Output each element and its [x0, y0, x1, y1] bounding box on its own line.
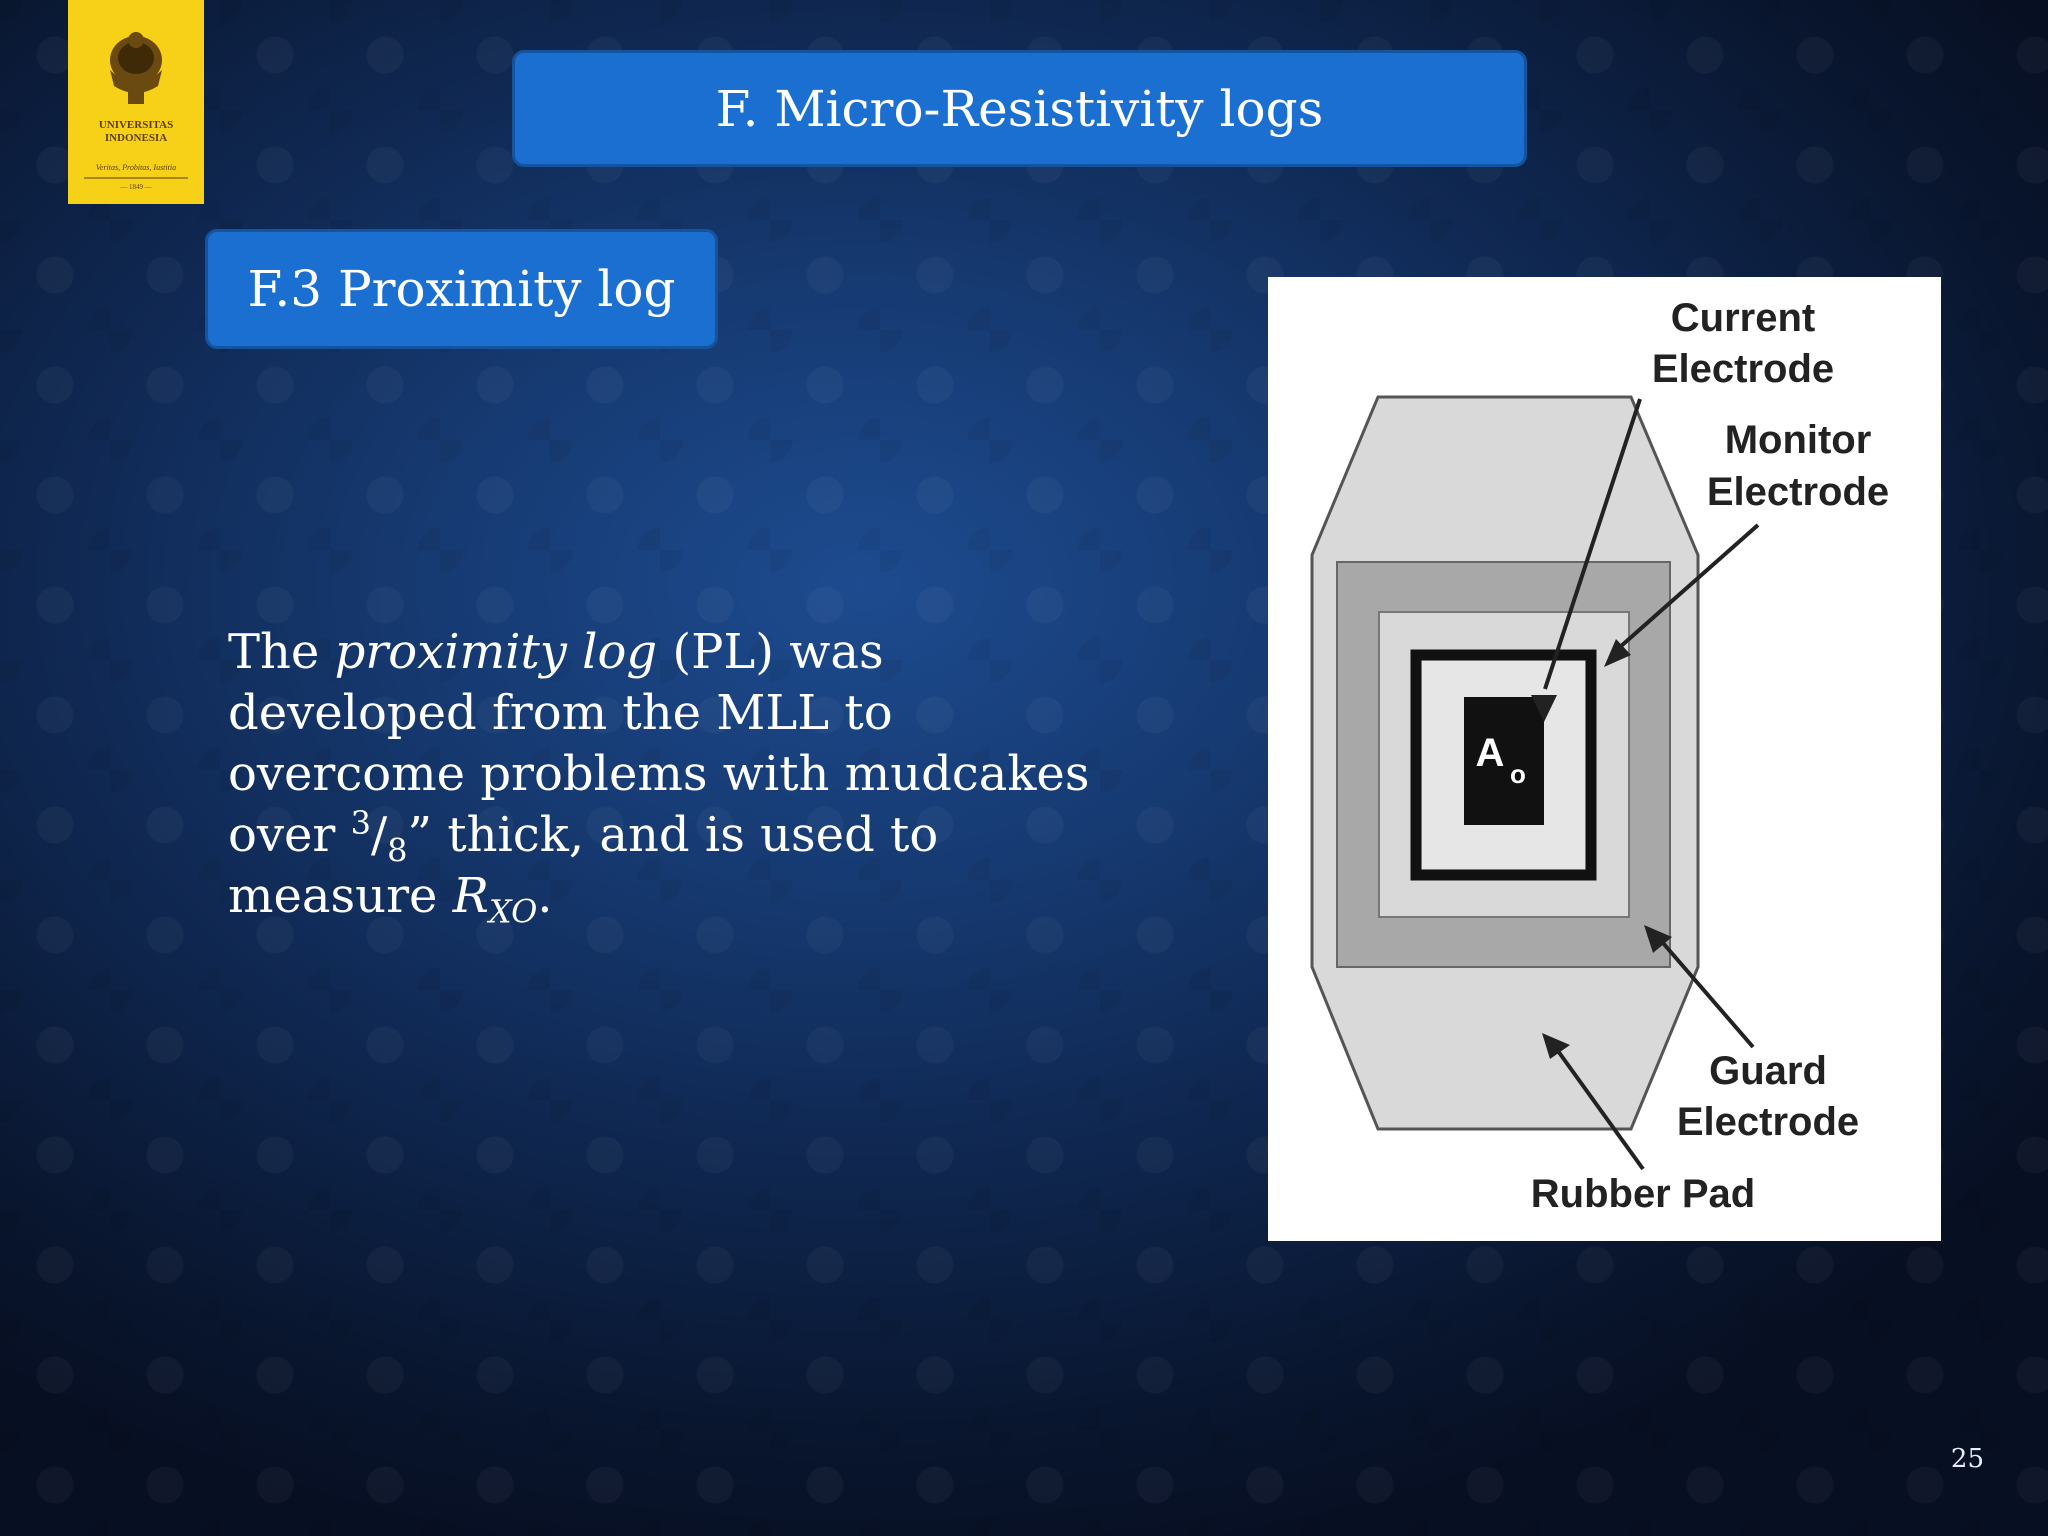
rxo-subscript: XO [488, 892, 538, 931]
rxo-symbol: R [452, 868, 489, 924]
logo-year: — 1849 — [119, 183, 153, 191]
current-electrode-arrow [1543, 398, 1642, 690]
slide-title: F. Micro-Resistivity logs [715, 79, 1324, 138]
body-paragraph: The proximity log (PL) was developed fro… [228, 622, 1128, 928]
rubber-pad-label: Rubber Pad [1531, 1172, 1755, 1216]
body-term: proximity log [334, 624, 658, 680]
ao-label: A [1476, 731, 1505, 775]
current-label-1: Current [1671, 296, 1815, 340]
proximity-pad-diagram: A o Current Electrode Monitor Electrode … [1268, 277, 1941, 1241]
fraction-numerator: 3 [350, 804, 371, 842]
logo-line2: INDONESIA [105, 132, 167, 144]
current-electrode-shape [1464, 697, 1544, 825]
body-part4: . [537, 868, 553, 924]
body-part3: ” thick, and is used to measure [228, 807, 939, 924]
guard-electrode-arrow [1661, 941, 1755, 1049]
ao-subscript: o [1510, 759, 1526, 789]
logo-motto: Veritas, Probitas, Iustitia [96, 163, 176, 172]
monitor-label-1: Monitor [1725, 418, 1872, 462]
guard-label-1: Guard [1709, 1049, 1827, 1093]
rubber-pad-arrow [1556, 1049, 1645, 1171]
monitor-electrode-shape [1410, 649, 1597, 881]
university-logo: UNIVERSITAS INDONESIA Veritas, Probitas,… [68, 0, 204, 204]
body-part1: The [228, 624, 335, 680]
fraction-denominator: 8 [387, 831, 408, 870]
section-heading-box: F.3 Proximity log [205, 229, 718, 349]
emblem-icon [110, 32, 162, 104]
slide-title-bar: F. Micro-Resistivity logs [512, 50, 1527, 167]
monitor-electrode-arrow [1618, 523, 1760, 649]
fraction-separator: / [370, 807, 388, 863]
monitor-label-2: Electrode [1707, 470, 1889, 514]
logo-line1: UNIVERSITAS [99, 119, 173, 131]
guard-label-2: Electrode [1677, 1100, 1859, 1144]
body-part2: (PL) was developed from the MLL to overc… [228, 624, 1090, 863]
page-number: 25 [1950, 1444, 1984, 1474]
current-label-2: Electrode [1652, 347, 1834, 391]
section-heading: F.3 Proximity log [247, 260, 676, 318]
